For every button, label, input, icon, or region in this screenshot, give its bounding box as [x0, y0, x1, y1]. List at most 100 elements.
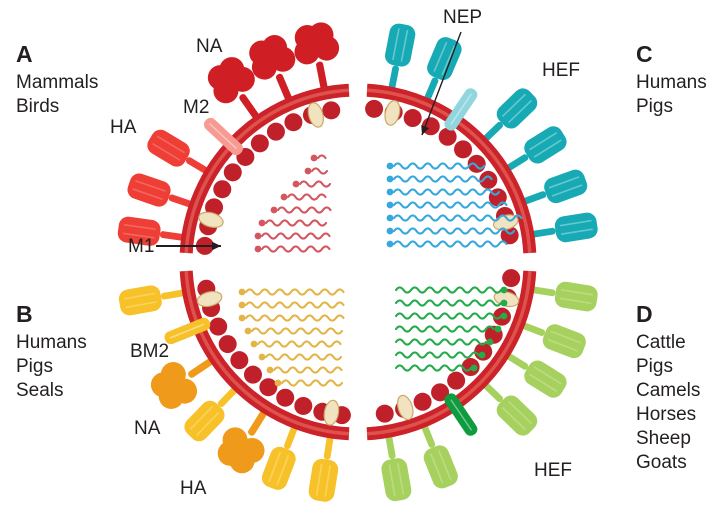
rna-layer	[238, 154, 523, 387]
nep-oval	[384, 100, 401, 126]
panel-letter-A: A	[16, 41, 33, 67]
rna-segment	[394, 364, 473, 372]
m1-matrix-dot	[438, 127, 457, 146]
host-C-0: Humans	[636, 72, 707, 93]
m1-matrix-dot	[474, 342, 493, 361]
panel-letter-D: D	[636, 301, 653, 327]
rna-nucleoprotein-dot	[500, 299, 508, 307]
rna-segment	[250, 327, 344, 335]
rna-segment	[392, 240, 508, 248]
rna-nucleoprotein-dot	[254, 245, 262, 253]
spike-na-A	[207, 57, 264, 126]
m1-matrix-dot	[322, 101, 341, 120]
m1-matrix-dot	[284, 113, 303, 132]
m1-matrix-dot	[502, 269, 521, 288]
host-D-4: Sheep	[636, 428, 691, 449]
rna-nucleoprotein-dot	[386, 175, 394, 183]
m1-matrix-dot	[403, 109, 422, 128]
rna-segment	[394, 312, 503, 320]
rna-nucleoprotein-dot	[258, 219, 266, 227]
nep-oval	[323, 399, 340, 426]
host-A-1: Birds	[16, 96, 59, 117]
label-na-b: NA	[134, 418, 161, 439]
host-B-0: Humans	[16, 332, 87, 353]
host-B-2: Seals	[16, 380, 64, 401]
rna-nucleoprotein-dot	[386, 201, 394, 209]
m1-matrix-dot	[250, 134, 269, 153]
rna-nucleoprotein-dot	[266, 366, 274, 374]
rna-nucleoprotein-dot	[386, 214, 394, 222]
rna-segment	[276, 206, 332, 214]
spike-na-B	[150, 354, 220, 409]
rna-segment	[316, 154, 327, 160]
host-D-0: Cattle	[636, 332, 686, 353]
host-A-0: Mammals	[16, 72, 98, 93]
rna-segment	[392, 175, 493, 183]
rna-segment	[280, 379, 344, 387]
spike-channel-A	[203, 117, 243, 156]
label-layer: AMammalsBirdsNAM2HAM1CHumansPigsNEPHEFBH…	[16, 7, 707, 499]
spike-hef-D	[381, 427, 412, 502]
m1-matrix-dot	[209, 317, 228, 336]
spike-hef-D	[523, 281, 598, 312]
rna-nucleoprotein-dot	[386, 227, 394, 235]
m1-matrix-dot	[230, 351, 249, 370]
rna-segment	[272, 366, 343, 374]
rna-segment	[264, 219, 328, 227]
rna-nucleoprotein-dot	[386, 240, 394, 248]
spike-channel-C	[444, 88, 478, 131]
host-D-3: Horses	[636, 404, 696, 425]
rna-nucleoprotein-dot	[486, 338, 494, 346]
rna-segment	[392, 162, 486, 170]
membrane-inner-line-C	[366, 88, 532, 254]
rna-segment	[260, 232, 331, 240]
spike-channel-B	[164, 317, 211, 345]
foreground-spike-layer	[164, 88, 478, 436]
spike-na-A	[249, 35, 296, 108]
label-ha-a: HA	[110, 117, 137, 138]
rna-nucleoprotein-dot	[238, 288, 246, 296]
rna-segment	[394, 286, 503, 294]
spike-hef-D	[514, 319, 586, 359]
rna-segment	[244, 314, 345, 322]
label-bm2-b: BM2	[130, 341, 169, 362]
rna-nucleoprotein-dot	[478, 351, 486, 359]
rna-nucleoprotein-dot	[280, 193, 288, 201]
rna-nucleoprotein-dot	[238, 314, 246, 322]
nep-arrow	[421, 31, 462, 136]
m1-arrow	[156, 241, 221, 251]
rna-segment	[392, 188, 501, 196]
rna-nucleoprotein-dot	[310, 154, 318, 162]
label-m1-a: M1	[128, 236, 154, 257]
m1-matrix-dot	[223, 163, 242, 182]
rna-nucleoprotein-dot	[304, 167, 312, 175]
label-m2-a: M2	[183, 97, 209, 118]
pointer-layer	[156, 31, 462, 251]
host-D-2: Camels	[636, 380, 700, 401]
rna-nucleoprotein-dot	[494, 325, 502, 333]
rna-nucleoprotein-dot	[254, 232, 262, 240]
host-D-1: Pigs	[636, 356, 673, 377]
m1-matrix-dot	[413, 392, 432, 411]
rna-nucleoprotein-dot	[274, 379, 282, 387]
host-D-5: Goats	[636, 452, 687, 473]
nep-oval	[196, 290, 223, 308]
rna-segment	[244, 288, 345, 296]
rna-segment	[392, 214, 523, 222]
rna-nucleoprotein-dot	[258, 353, 266, 361]
panel-letter-B: B	[16, 301, 33, 327]
m1-matrix-dot	[479, 170, 498, 189]
membrane-inner-line-D	[366, 270, 532, 436]
panel-letter-C: C	[636, 41, 653, 67]
rna-segment	[394, 338, 488, 346]
rna-segment	[256, 340, 342, 348]
rna-nucleoprotein-dot	[292, 180, 300, 188]
label-hef-c: HEF	[542, 60, 580, 81]
m1-matrix-dot	[259, 378, 278, 397]
m1-matrix-dot	[375, 404, 394, 423]
m1-matrix-dot	[447, 371, 466, 390]
rna-nucleoprotein-dot	[386, 188, 394, 196]
rna-segment	[392, 201, 508, 209]
